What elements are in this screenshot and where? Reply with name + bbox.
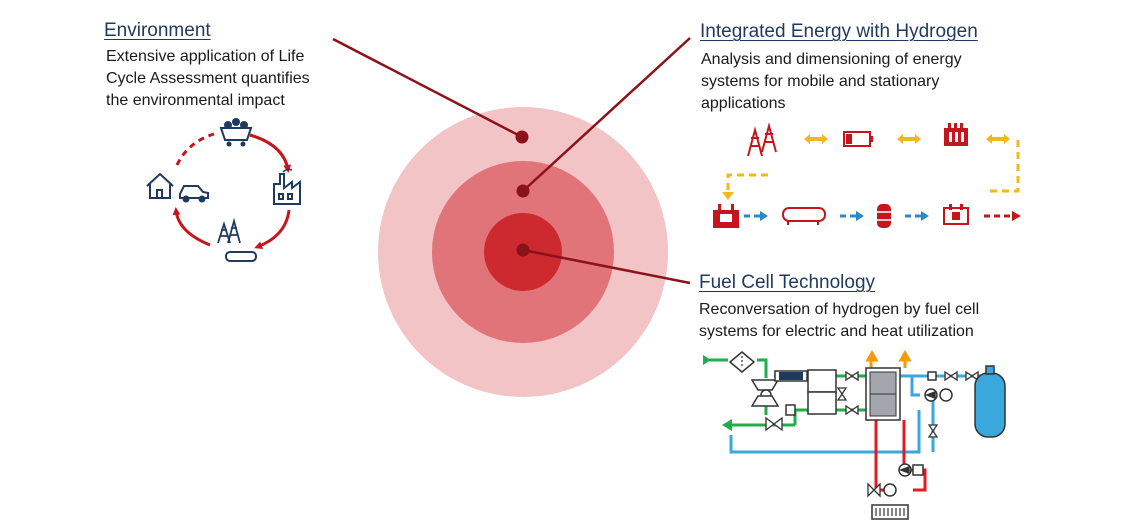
fuel-cell-line: Reconversation of hydrogen by fuel cell — [699, 301, 980, 318]
fuel-cell-icon — [943, 204, 969, 225]
integrated-energy-line: applications — [701, 95, 786, 112]
arrow-head — [722, 419, 732, 431]
tank-trailer-icon — [782, 207, 826, 225]
environment-dot — [515, 130, 529, 144]
valve-icon — [765, 370, 979, 498]
pipeline-icon — [225, 251, 257, 262]
cycle-arrow — [249, 133, 292, 173]
fuel-cell-stack — [865, 367, 901, 421]
dashed-arrow — [905, 211, 929, 221]
cycle-arrow — [254, 209, 291, 249]
hydrogen-tank-icon — [974, 365, 1006, 438]
double-arrow — [986, 134, 1010, 144]
environment-description: Extensive application of Life Cycle Asse… — [106, 46, 310, 112]
integrated-energy-line: systems for mobile and stationary — [701, 73, 940, 90]
fuel-cell-description: Reconversation of hydrogen by fuel cell … — [699, 299, 979, 343]
radiator-icon — [871, 504, 909, 520]
humidifier-icon — [807, 369, 837, 415]
environment-line: Extensive application of Life — [106, 48, 305, 65]
integrated-energy-line: Analysis and dimensioning of energy — [701, 51, 962, 68]
heat-output-arrow — [865, 349, 879, 368]
lca-cycle — [172, 132, 292, 249]
dashed-arrow — [840, 211, 864, 221]
arrow-head — [703, 355, 711, 365]
environment-leader-line — [332, 37, 523, 139]
electrolyzer-icon — [944, 123, 968, 146]
heat-output-arrow — [898, 349, 912, 368]
fuel-cell-schematic — [703, 349, 1006, 520]
double-arrow — [897, 134, 921, 144]
pump-icon — [898, 463, 924, 477]
dashed-arrow — [984, 211, 1021, 221]
energy-chain — [713, 122, 1021, 228]
battery-icon — [843, 131, 873, 147]
dashed-arrow — [744, 211, 768, 221]
environment-line: the environmental impact — [106, 92, 285, 109]
integrated-energy-title: Integrated Energy with Hydrogen — [700, 21, 978, 42]
power-pylon-icon — [747, 122, 777, 157]
integrated-energy-description: Analysis and dimensioning of energy syst… — [701, 49, 962, 115]
power-pylon-icon — [217, 217, 241, 244]
gas-cylinder-icon — [877, 204, 891, 228]
coal-cart-icon — [219, 118, 253, 147]
air-filter-icon — [728, 351, 756, 373]
cycle-arrow — [172, 207, 211, 247]
fuel-cell-line: systems for electric and heat utilizatio… — [699, 323, 974, 340]
environment-line: Cycle Assessment quantifies — [106, 70, 310, 87]
fuel-cell-dot — [516, 243, 530, 257]
cycle-arrow — [175, 132, 215, 166]
heat-exchanger-icon — [774, 370, 808, 382]
fuel-cell-title: Fuel Cell Technology — [699, 272, 876, 293]
integrated-energy-leader-line — [522, 37, 691, 192]
integrated-energy-dot — [516, 184, 530, 198]
double-arrow — [804, 134, 828, 144]
electrolyzer-icon — [713, 204, 739, 228]
expansion-vessel-icon — [883, 371, 937, 497]
pump-icon — [924, 388, 953, 402]
sensor-box — [785, 404, 796, 416]
factory-icon — [273, 168, 301, 205]
compressor-icon — [750, 379, 780, 407]
environment-title: Environment — [104, 20, 211, 41]
dashed-connector — [986, 140, 1020, 193]
house-car-icon — [146, 172, 209, 203]
fuel-cell-leader-line — [522, 248, 691, 285]
dashed-connector — [726, 173, 768, 198]
arrow-head — [722, 192, 734, 200]
